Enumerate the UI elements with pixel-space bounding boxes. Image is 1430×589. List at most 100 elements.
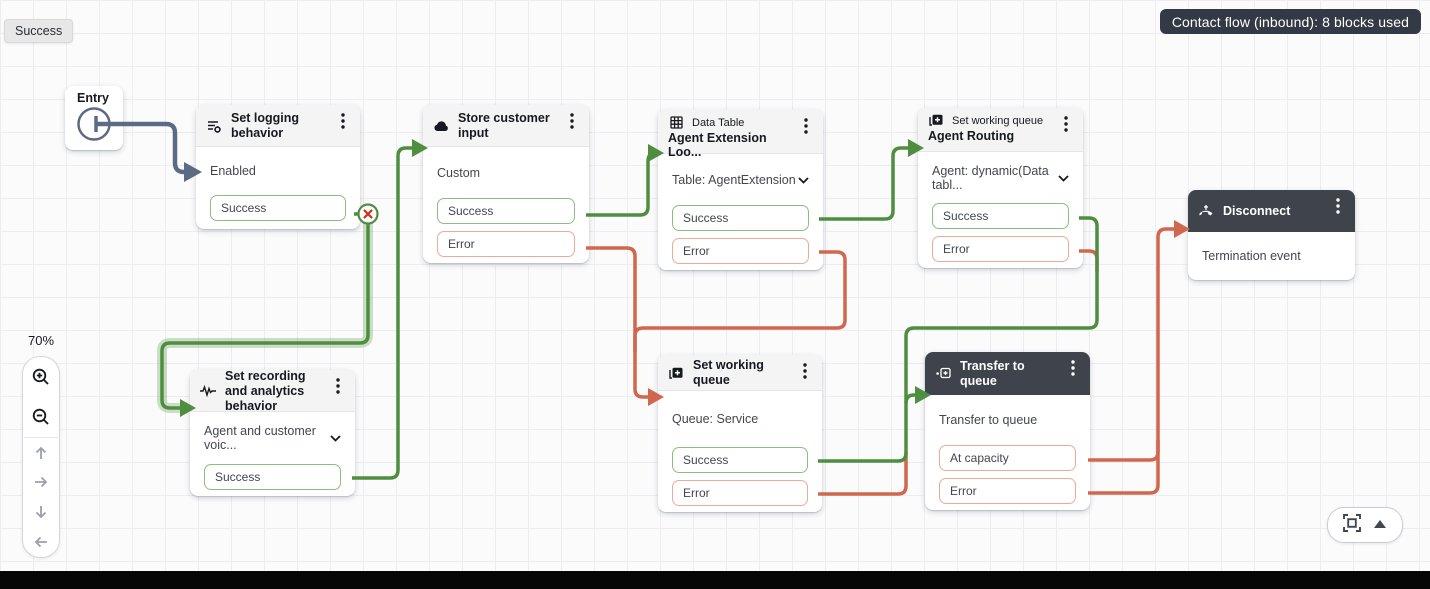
output-port-success[interactable]: Success <box>932 203 1069 229</box>
kebab-menu-icon[interactable] <box>799 116 813 134</box>
block-disconnect[interactable]: Disconnect Termination event <box>1188 190 1355 280</box>
kebab-menu-icon[interactable] <box>1331 196 1345 214</box>
kebab-menu-icon[interactable] <box>1059 114 1073 132</box>
block-title: Agent Routing <box>928 129 1015 143</box>
block-header: Set logging behavior <box>196 105 360 147</box>
kebab-menu-icon[interactable] <box>565 111 579 129</box>
block-title: Set working queue <box>693 358 764 387</box>
connection-tooltip: Success <box>4 19 74 43</box>
block-transfer-to-queue[interactable]: Transfer to queue Transfer to queue At c… <box>925 352 1090 510</box>
phone-disconnect-icon <box>1198 205 1214 217</box>
output-port-error[interactable]: Error <box>437 231 575 257</box>
output-port-error[interactable]: Error <box>672 480 808 506</box>
collapse-panel-button[interactable] <box>1373 516 1387 534</box>
kebab-menu-icon[interactable] <box>336 111 350 129</box>
parameter-value: Transfer to queue <box>939 413 1038 427</box>
chevron-down-icon <box>798 173 809 187</box>
set-working-queue-icon <box>928 114 944 127</box>
data-table-grid-icon <box>668 116 684 129</box>
parameter-row: Transfer to queue <box>925 395 1090 445</box>
output-port-success[interactable]: Success <box>210 195 346 221</box>
block-agent-extension-lookup[interactable]: Data Table Agent Extension Loo... Table:… <box>658 110 823 270</box>
output-port-error[interactable]: Error <box>932 236 1069 262</box>
block-agent-routing[interactable]: Set working queue Agent Routing Agent: d… <box>918 108 1083 268</box>
output-port-error[interactable]: Error <box>939 478 1076 504</box>
parameter-row: Termination event <box>1188 232 1355 280</box>
entry-point-block[interactable]: Entry <box>65 86 123 150</box>
canvas-controls-pill <box>1327 507 1403 543</box>
port-label: Error <box>943 242 970 256</box>
kebab-menu-icon[interactable] <box>798 361 812 379</box>
zoom-in-button[interactable] <box>23 357 59 397</box>
parameter-value: Enabled <box>210 164 256 178</box>
block-store-customer-input[interactable]: Store customer input Custom Success Erro… <box>423 105 589 263</box>
output-port-success[interactable]: Success <box>204 464 341 490</box>
pan-down-button[interactable] <box>23 497 59 527</box>
block-title: Set logging behavior <box>231 111 300 140</box>
port-label: Error <box>950 484 977 498</box>
connection-tooltip-label: Success <box>15 24 63 38</box>
block-title: Set recording and analytics behavior <box>225 368 306 413</box>
port-label: Success <box>448 204 494 218</box>
zoom-level-label: 70% <box>28 333 55 348</box>
block-header: Store customer input <box>423 105 589 147</box>
fit-to-screen-button[interactable] <box>1343 513 1361 537</box>
output-port-success[interactable]: Success <box>672 447 808 473</box>
parameter-value: Termination event <box>1202 249 1301 263</box>
delete-x-icon <box>363 209 373 219</box>
block-set-logging-behavior[interactable]: Set logging behavior Enabled Success <box>196 105 360 229</box>
block-header: Data Table Agent Extension Loo... <box>658 110 823 159</box>
pan-right-button[interactable] <box>23 467 59 497</box>
zoom-out-button[interactable] <box>23 397 59 437</box>
block-set-recording-behavior[interactable]: Set recording and analytics behavior Age… <box>190 368 355 496</box>
parameter-value: Table: AgentExtension <box>672 172 796 187</box>
block-set-working-queue[interactable]: Set working queue Queue: Service Success… <box>658 355 822 512</box>
set-working-queue-icon <box>668 367 684 380</box>
port-label: Success <box>943 209 989 223</box>
parameter-value: Agent and customer voic... <box>204 424 316 452</box>
block-category: Set working queue <box>952 114 1044 127</box>
cloud-icon <box>433 120 449 132</box>
parameter-dropdown[interactable]: Table: AgentExtension <box>658 154 823 205</box>
kebab-menu-icon[interactable] <box>331 376 345 394</box>
flow-status-badge: Contact flow (inbound): 8 blocks used <box>1159 9 1421 34</box>
block-header: Set working queue Agent Routing <box>918 108 1083 152</box>
port-label: Success <box>683 453 729 467</box>
pan-up-button[interactable] <box>23 438 59 468</box>
bottom-taskbar <box>0 571 1430 589</box>
connector-success-agent-extension-to-agent-routing[interactable] <box>819 146 910 221</box>
port-label: Success <box>221 201 267 215</box>
output-port-success[interactable]: Success <box>437 198 575 224</box>
delete-connection-button[interactable] <box>357 203 379 225</box>
parameter-dropdown[interactable]: Agent: dynamic(Data tabl... <box>918 152 1083 203</box>
settings-lines-gear-icon <box>206 119 222 134</box>
port-label: Success <box>215 470 261 484</box>
output-port-error[interactable]: Error <box>672 238 809 264</box>
port-label: Error <box>683 244 710 258</box>
zoom-pan-panel <box>22 356 60 558</box>
output-port-at-capacity[interactable]: At capacity <box>939 445 1076 471</box>
connector-success-store-input-to-agent-extension[interactable] <box>586 151 658 217</box>
port-label: Error <box>683 486 710 500</box>
chevron-down-icon <box>330 431 341 445</box>
parameter-row: Custom <box>423 147 589 198</box>
parameter-value: Custom <box>437 165 481 180</box>
entry-label: Entry <box>77 91 109 105</box>
block-title: Store customer input <box>458 111 550 140</box>
pan-left-button[interactable] <box>23 527 59 557</box>
block-title: Agent Extension Loo... <box>668 131 767 159</box>
connector-at-capacity-transfer[interactable] <box>1088 440 1160 462</box>
chevron-down-icon <box>1058 171 1069 185</box>
block-title: Transfer to queue <box>960 358 1025 388</box>
parameter-value: Queue: Service <box>672 412 759 426</box>
block-header: Transfer to queue <box>925 352 1090 395</box>
connector-branch-into-transfer <box>904 393 917 404</box>
connector-error-transfer-to-disconnect[interactable] <box>1088 227 1176 495</box>
parameter-dropdown[interactable]: Agent and customer voic... <box>190 412 355 464</box>
output-port-success[interactable]: Success <box>672 205 809 231</box>
connector-error-set-working-queue[interactable] <box>818 452 908 496</box>
block-category: Data Table <box>692 116 745 129</box>
kebab-menu-icon[interactable] <box>1066 358 1080 376</box>
connector-success-set-recording-to-store-input[interactable] <box>352 146 414 480</box>
connector-error-store-input-to-set-working-queue[interactable] <box>586 246 650 399</box>
